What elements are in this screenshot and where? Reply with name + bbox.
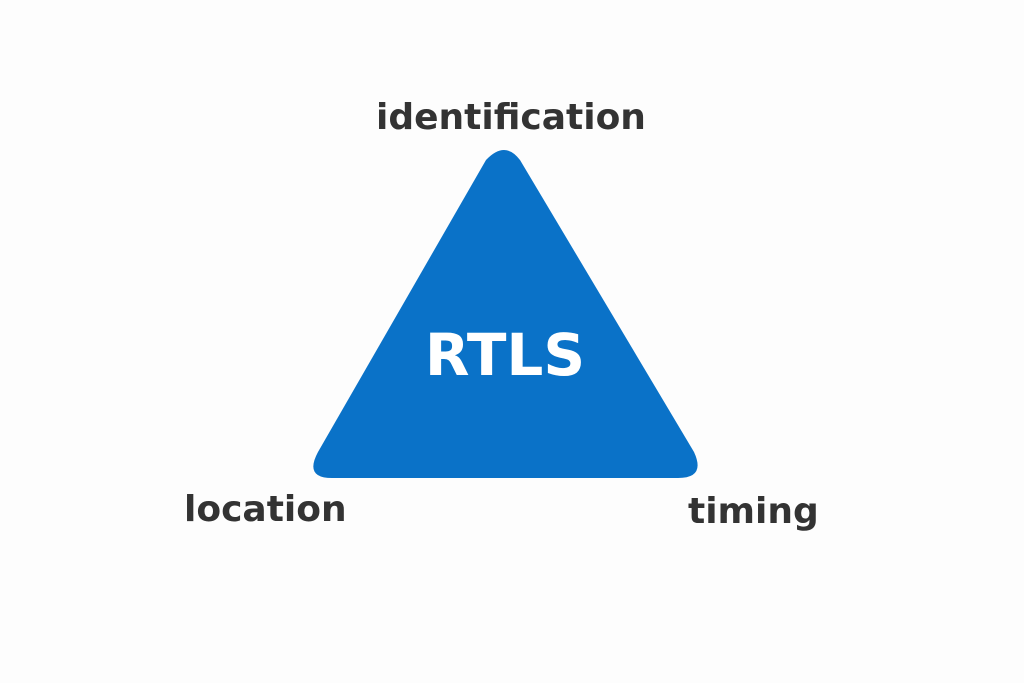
vertex-label-location: location <box>184 489 347 530</box>
vertex-label-identification: identification <box>376 97 646 138</box>
vertex-label-timing: timing <box>688 491 819 532</box>
center-label: RTLS <box>424 321 586 389</box>
rtls-triangle <box>313 150 698 478</box>
